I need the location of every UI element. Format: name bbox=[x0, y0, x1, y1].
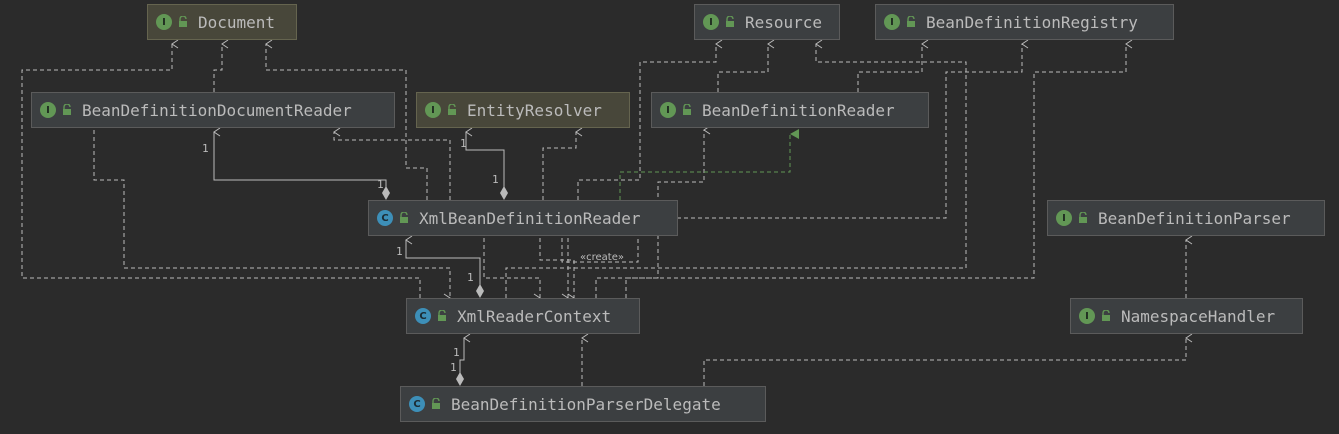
agg-xmlreader-entityresolver bbox=[465, 127, 505, 194]
create-stereotype-label: «create» bbox=[580, 252, 624, 263]
interface-icon: I bbox=[1079, 308, 1095, 324]
edge-xmlreader-to-context bbox=[483, 238, 541, 303]
multiplicity-label: 1 bbox=[377, 178, 384, 191]
unlocked-icon bbox=[179, 16, 187, 27]
unlocked-icon bbox=[448, 104, 456, 115]
node-label: BeanDefinitionRegistry bbox=[926, 12, 1138, 32]
edge-xmlreader-to-resource bbox=[577, 39, 723, 200]
diamond-xmlreader-entityresolver bbox=[500, 186, 508, 200]
node-bean-definition-reader[interactable]: I BeanDefinitionReader bbox=[651, 92, 929, 128]
node-label: BeanDefinitionParserDelegate bbox=[451, 394, 721, 414]
unlocked-icon bbox=[63, 104, 71, 115]
edge-xmlreader-creates-context bbox=[539, 238, 575, 303]
node-namespace-handler[interactable]: I NamespaceHandler bbox=[1070, 298, 1303, 334]
edge-context-to-resource bbox=[505, 39, 967, 298]
unlocked-icon bbox=[432, 398, 440, 409]
node-label: XmlReaderContext bbox=[457, 306, 612, 326]
node-bean-definition-registry[interactable]: I BeanDefinitionRegistry bbox=[875, 4, 1174, 40]
interface-icon: I bbox=[884, 14, 900, 30]
edge-xmlreader-to-document bbox=[265, 39, 428, 200]
unlocked-icon bbox=[726, 16, 734, 27]
node-label: Document bbox=[198, 12, 276, 32]
node-label: BeanDefinitionDocumentReader bbox=[82, 100, 352, 120]
interface-icon: I bbox=[156, 14, 172, 30]
edge-xmlreader-to-entityresolver bbox=[542, 127, 583, 200]
node-entity-resolver[interactable]: I EntityResolver bbox=[416, 92, 630, 128]
node-bean-definition-document-reader[interactable]: I BeanDefinitionDocumentReader bbox=[31, 92, 395, 128]
multiplicity-label: 1 bbox=[396, 245, 403, 258]
edge-xmlreader-to-registry bbox=[670, 39, 1029, 219]
agg-xmlreader-docreader bbox=[213, 127, 387, 194]
node-document[interactable]: I Document bbox=[147, 4, 297, 40]
interface-icon: I bbox=[660, 102, 676, 118]
node-bean-definition-parser-delegate[interactable]: C BeanDefinitionParserDelegate bbox=[400, 386, 766, 422]
edge-docreader-to-context bbox=[93, 130, 451, 303]
unlocked-icon bbox=[1079, 212, 1087, 223]
node-xml-reader-context[interactable]: C XmlReaderContext bbox=[406, 298, 640, 334]
edge-delegate-to-namespacehandler bbox=[703, 333, 1193, 386]
interface-icon: I bbox=[40, 102, 56, 118]
multiplicity-label: 1 bbox=[450, 361, 457, 374]
node-resource[interactable]: I Resource bbox=[694, 4, 840, 40]
node-xml-bean-definition-reader[interactable]: C XmlBeanDefinitionReader bbox=[368, 200, 678, 236]
diamond-context-xmlreader bbox=[476, 284, 484, 298]
node-label: BeanDefinitionReader bbox=[702, 100, 895, 120]
class-icon: C bbox=[409, 396, 425, 412]
edge-context-to-registry bbox=[595, 39, 1133, 298]
edge-xmlreader-implements-beandefreader bbox=[619, 129, 799, 200]
node-label: NamespaceHandler bbox=[1121, 306, 1276, 326]
unlocked-icon bbox=[438, 310, 446, 321]
edge-create-stereotype bbox=[561, 238, 639, 263]
diamond-xmlreader-docreader bbox=[382, 186, 390, 200]
multiplicity-label: 1 bbox=[453, 346, 460, 359]
multiplicity-label: 1 bbox=[460, 137, 467, 150]
node-label: XmlBeanDefinitionReader bbox=[419, 208, 641, 228]
edge-xmlreader-to-docreader bbox=[333, 127, 451, 200]
edge-docreader-to-document bbox=[213, 39, 229, 92]
edge-context-to-document bbox=[21, 39, 421, 298]
unlocked-icon bbox=[683, 104, 691, 115]
multiplicity-label: 1 bbox=[492, 173, 499, 186]
diamond-delegate-context bbox=[456, 372, 464, 386]
multiplicity-label: 1 bbox=[467, 271, 474, 284]
agg-context-xmlreader bbox=[405, 235, 481, 288]
edge-beandefreader-to-registry bbox=[857, 39, 929, 92]
unlocked-icon bbox=[400, 212, 408, 223]
multiplicity-label: 1 bbox=[202, 142, 209, 155]
unlocked-icon bbox=[1102, 310, 1110, 321]
agg-delegate-context bbox=[459, 333, 471, 374]
node-label: BeanDefinitionParser bbox=[1098, 208, 1291, 228]
interface-icon: I bbox=[703, 14, 719, 30]
node-label: EntityResolver bbox=[467, 100, 602, 120]
node-label: Resource bbox=[745, 12, 823, 32]
edge-beandefreader-to-resource bbox=[717, 39, 775, 92]
unlocked-icon bbox=[907, 16, 915, 27]
class-icon: C bbox=[415, 308, 431, 324]
node-bean-definition-parser[interactable]: I BeanDefinitionParser bbox=[1047, 200, 1325, 236]
interface-icon: I bbox=[1056, 210, 1072, 226]
interface-icon: I bbox=[425, 102, 441, 118]
class-icon: C bbox=[377, 210, 393, 226]
